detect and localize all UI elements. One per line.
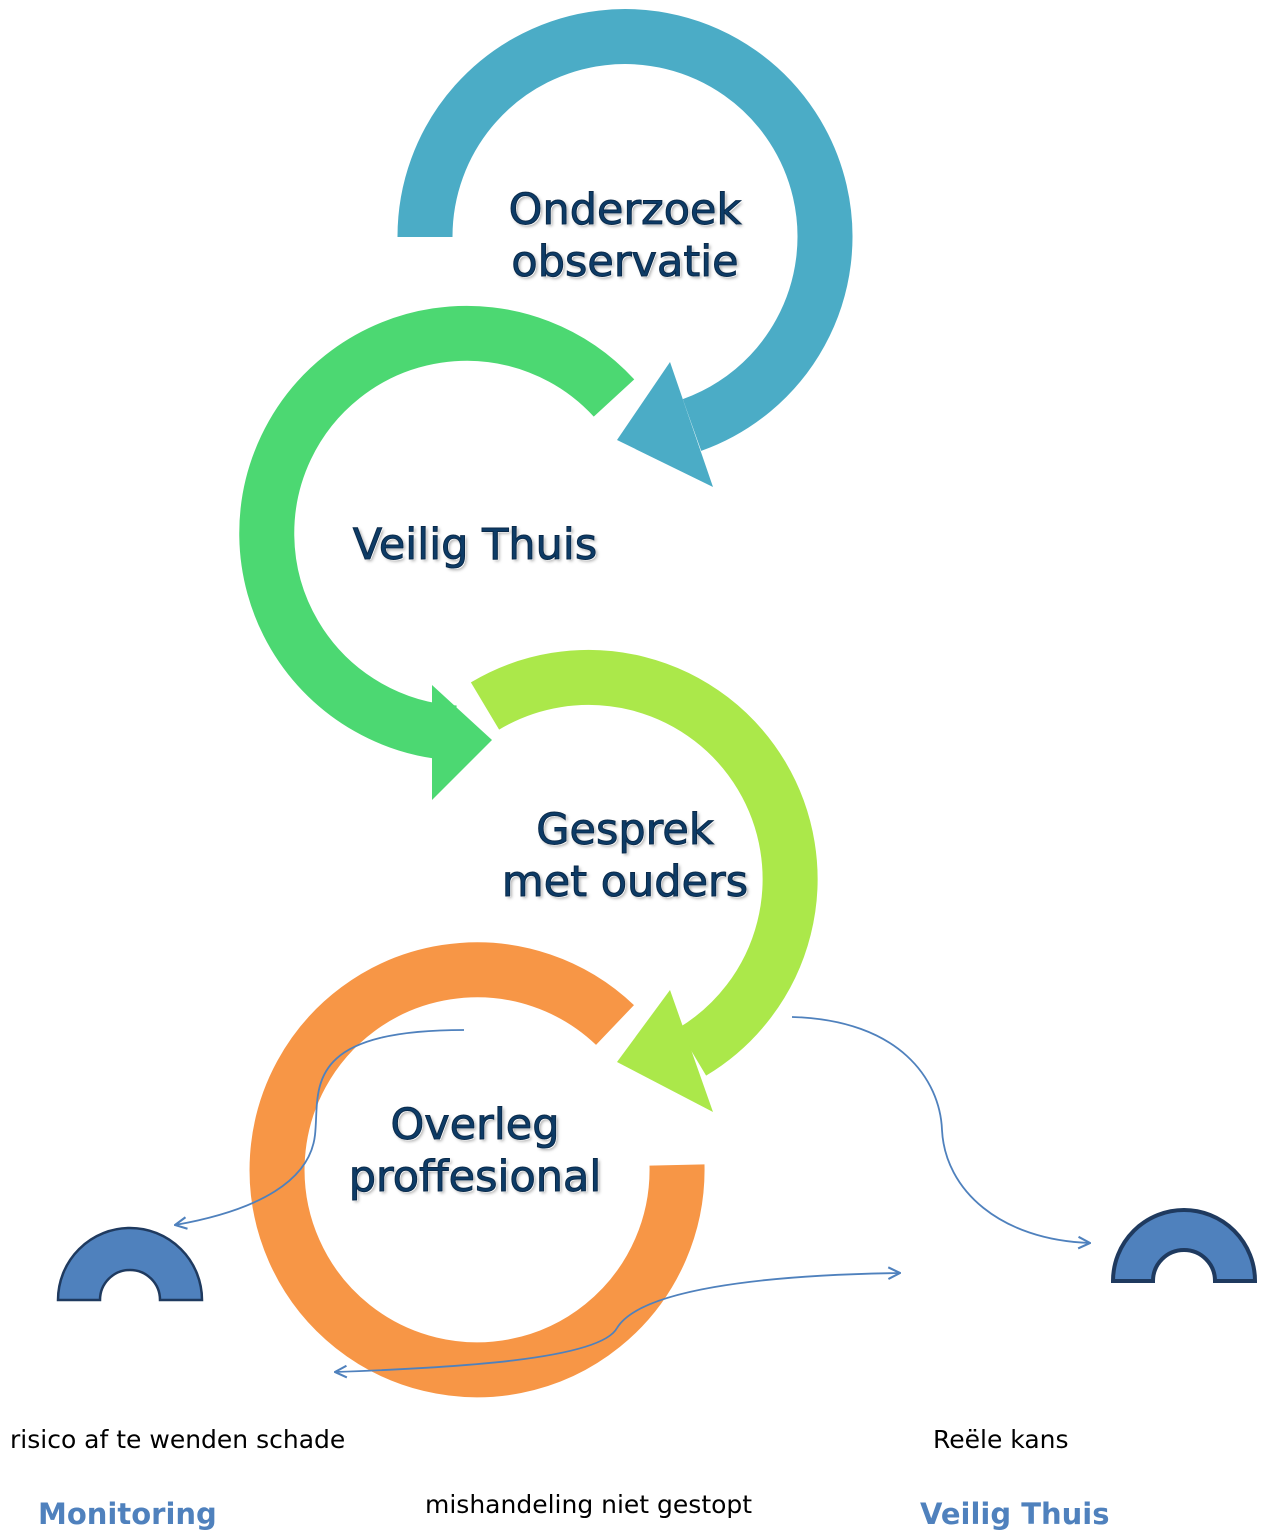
outcome-veilig-thuis: Veilig Thuis <box>920 1497 1110 1531</box>
connector-to-veilig-thuis <box>791 1016 1090 1243</box>
step-arc-gesprek <box>470 649 818 1112</box>
note-mishandeling: mishandeling niet gestopt <box>425 1490 753 1519</box>
step-label-onderzoek: Onderzoek observatie <box>508 184 742 287</box>
connector-escalation-left <box>335 1327 618 1372</box>
veilig-thuis-arch-icon <box>1110 1208 1258 1283</box>
outcome-monitoring: Monitoring <box>38 1497 217 1531</box>
note-reele-kans: Reële kans <box>933 1425 1069 1454</box>
step-label-overleg: Overleg proffesional <box>348 1099 602 1202</box>
monitoring-arch-icon <box>56 1226 204 1302</box>
note-risico: risico af te wenden schade <box>10 1425 346 1454</box>
step-label-gesprek: Gesprek met ouders <box>501 804 749 907</box>
step-ring-overleg <box>249 942 705 1398</box>
step-arc-onderzoek <box>397 9 853 487</box>
step-arc-veilig-thuis <box>239 305 635 800</box>
connector-escalation-right <box>616 1273 900 1329</box>
connector-to-monitoring <box>175 1029 465 1225</box>
step-label-veilig-thuis: Veilig Thuis <box>352 520 598 571</box>
